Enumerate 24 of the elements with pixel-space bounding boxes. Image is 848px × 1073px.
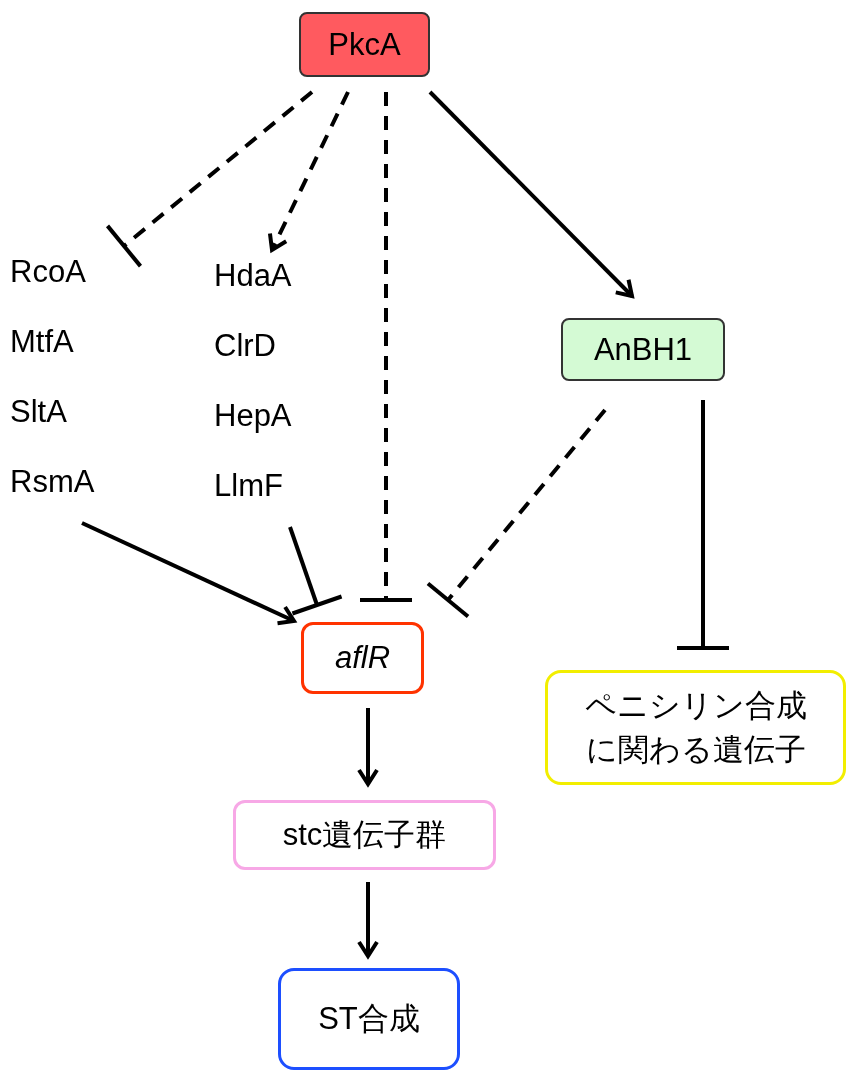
inhibition-line bbox=[105, 90, 314, 269]
inhibition-line bbox=[288, 526, 344, 616]
gene-box: aflR bbox=[301, 622, 424, 694]
gene-label: LlmF bbox=[214, 467, 283, 505]
gene-label: SltA bbox=[10, 393, 67, 431]
inhibition-line bbox=[358, 92, 414, 602]
arrow bbox=[267, 91, 350, 252]
gene-label: HepA bbox=[214, 397, 292, 435]
gene-label: HdaA bbox=[214, 257, 292, 295]
gene-box: ペニシリン合成に関わる遺伝子 bbox=[545, 670, 846, 785]
gene-box: PkcA bbox=[299, 12, 430, 77]
arrow bbox=[81, 521, 296, 626]
inhibition-line bbox=[675, 400, 731, 650]
inhibition-line bbox=[425, 408, 607, 619]
gene-label: RcoA bbox=[10, 253, 86, 291]
gene-label: MtfA bbox=[10, 323, 74, 361]
gene-box: ST合成 bbox=[278, 968, 460, 1070]
gene-label: ClrD bbox=[214, 327, 276, 365]
gene-box: stc遺伝子群 bbox=[233, 800, 496, 870]
gene-box: AnBH1 bbox=[561, 318, 725, 381]
arrow bbox=[357, 882, 379, 958]
arrow bbox=[428, 90, 634, 298]
arrow bbox=[357, 708, 379, 786]
gene-label: RsmA bbox=[10, 463, 95, 501]
